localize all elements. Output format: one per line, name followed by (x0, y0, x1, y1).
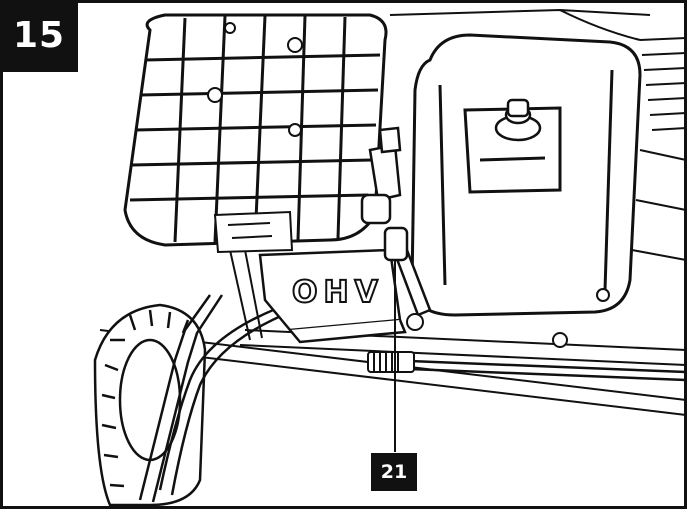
step-number-badge: 15 (0, 0, 78, 72)
fuel-hose (383, 226, 432, 317)
fuel-tank (410, 33, 642, 317)
wheel (93, 303, 207, 507)
fuel-cap (494, 98, 542, 142)
mesh-bolts (207, 22, 303, 137)
cooling-fins (389, 8, 687, 261)
ohv-emboss: OHV (292, 275, 384, 310)
muffler-mount (213, 210, 294, 254)
engine-block (258, 248, 407, 344)
callout-label-21: 21 (371, 453, 417, 491)
spark-plug (360, 126, 402, 225)
engine-bolts (406, 288, 610, 348)
control-cable (138, 294, 687, 503)
cable-adjuster (367, 351, 415, 373)
